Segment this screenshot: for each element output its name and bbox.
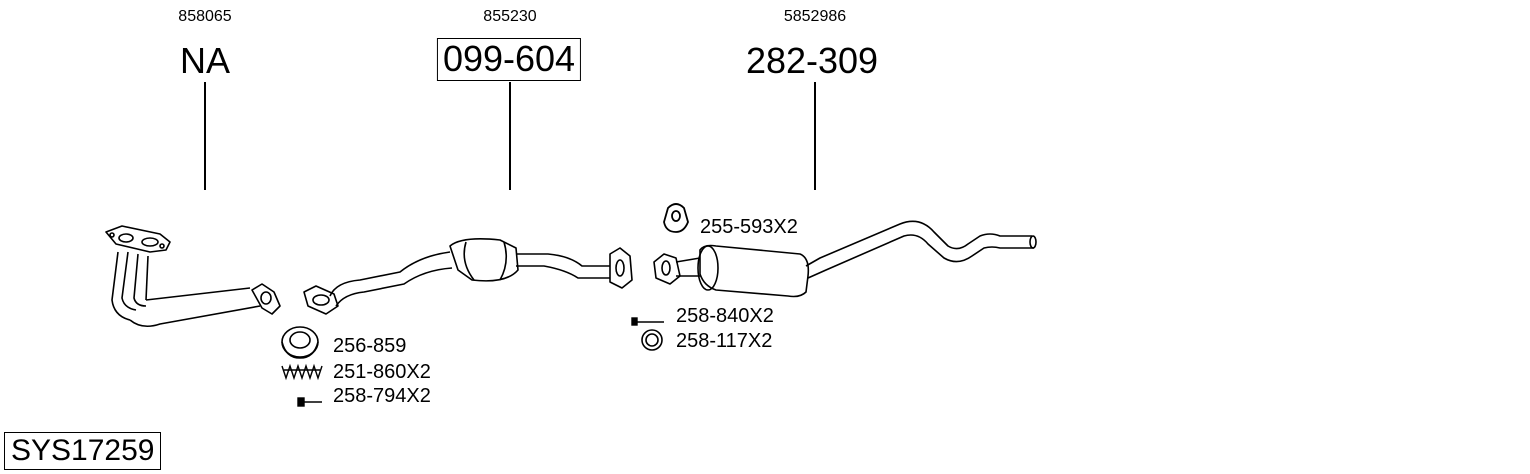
system-code-label: SYS17259 — [4, 432, 162, 470]
oem-number-rear-silencer: 5852986 — [783, 8, 847, 25]
accessory-label-seal-ring[interactable]: 258-117X2 — [676, 330, 773, 352]
front-pipe-drawing — [105, 225, 281, 328]
rubber-hanger-icon — [663, 203, 689, 233]
gasket-ring-icon — [281, 326, 319, 359]
accessory-label-bolt-front[interactable]: 258-794X2 — [333, 385, 431, 407]
accessory-label-rubber-hanger[interactable]: 255-593X2 — [700, 216, 798, 238]
seal-ring-icon — [641, 329, 663, 351]
bolt-icon — [297, 397, 322, 407]
part-number-catalytic-converter[interactable]: 099-604 — [436, 38, 582, 81]
accessory-label-spring[interactable]: 251-860X2 — [333, 361, 431, 383]
oem-number-catalytic-converter: 855230 — [483, 8, 537, 25]
part-number-rear-silencer[interactable]: 282-309 — [745, 40, 879, 81]
accessory-label-gasket[interactable]: 256-859 — [333, 335, 407, 357]
catalytic-converter-drawing — [303, 238, 633, 315]
accessory-label-bolt-rear[interactable]: 258-840X2 — [676, 305, 774, 327]
part-number-front-pipe[interactable]: NA — [179, 40, 231, 81]
spring-icon — [281, 363, 323, 381]
bolt-icon — [631, 317, 664, 326]
rear-silencer-drawing — [653, 220, 1037, 298]
oem-number-front-pipe: 858065 — [178, 8, 232, 25]
